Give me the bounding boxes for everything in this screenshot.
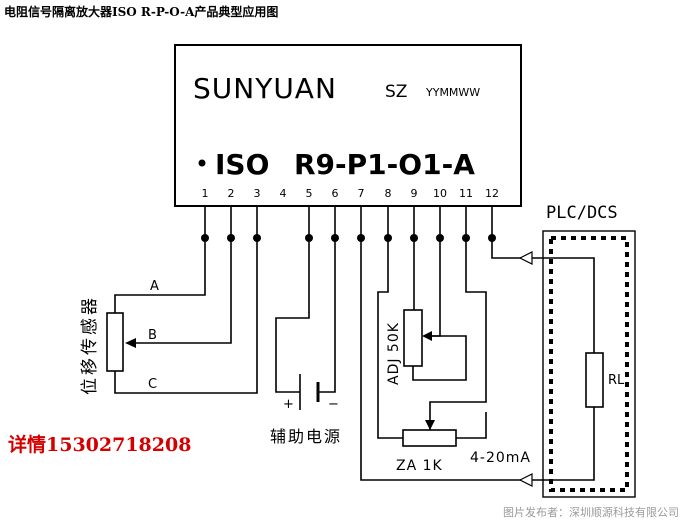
rl-label: RL: [608, 373, 625, 388]
adj-wiper-arrow: [422, 331, 432, 341]
pin-numbers: 1 2 3 4 5 6 7 8 9 10 11 12: [202, 187, 500, 200]
pin-number: 4: [280, 187, 287, 200]
sensor-line-label: B: [148, 328, 157, 343]
pin-leads: [204, 206, 493, 238]
wiper-arrow: [125, 338, 136, 348]
adj-potentiometer: [403, 309, 423, 367]
power-label: 辅助电源: [270, 427, 342, 446]
plc-dcs-block: PLC/DCS RL: [491, 203, 636, 498]
sensor-line-label: A: [150, 279, 159, 294]
pin-number: 9: [411, 187, 418, 200]
adj-label: ADJ 50K: [386, 322, 402, 385]
pin-junction-dots: [201, 234, 496, 242]
plc-label: PLC/DCS: [546, 203, 618, 223]
image-credit: 图片发布者：深圳顺源科技有限公司: [503, 506, 679, 519]
module-body: [174, 44, 522, 207]
model-prefix: ISO: [215, 148, 269, 181]
pin-number: 11: [459, 187, 473, 200]
za-label: ZA 1K: [396, 458, 443, 474]
pin-number: 7: [358, 187, 365, 200]
contact-phone: 详情15302718208: [8, 434, 192, 456]
power-minus-sign: −: [328, 397, 339, 412]
adjust-network: ADJ 50K ZA 1K 4-20mA: [360, 238, 536, 481]
aux-power-supply: + − 辅助电源: [270, 238, 342, 446]
brand-name: SUNYUAN: [193, 72, 337, 105]
sensor-label: 位移传感器: [80, 295, 100, 395]
pin1-marker-dot: [198, 159, 206, 167]
power-plus-sign: +: [283, 397, 294, 412]
za-wiper-arrow: [425, 420, 435, 430]
pin-number: 3: [254, 187, 261, 200]
model-number: R9-P1-O1-A: [294, 148, 475, 181]
pin-number: 1: [202, 187, 209, 200]
displacement-sensor: A B C 位移传感器: [80, 238, 258, 395]
pin-number: 2: [228, 187, 235, 200]
pin-number: 12: [485, 187, 499, 200]
pin-number: 6: [332, 187, 339, 200]
pin-number: 5: [306, 187, 313, 200]
date-code: YYMMWW: [425, 86, 480, 99]
diagram-title: 电阻信号隔离放大器ISO R-P-O-A产品典型应用图: [4, 5, 279, 19]
sensor-resistor: [106, 312, 124, 372]
za-resistor: [402, 429, 457, 447]
plc-input-arrow: [518, 251, 533, 265]
sensor-line-label: C: [148, 377, 157, 392]
output-current-label: 4-20mA: [470, 450, 531, 466]
pin-number: 8: [385, 187, 392, 200]
plc-outer-frame: [542, 230, 636, 498]
plc-return-arrow: [518, 473, 533, 487]
brand-suffix: SZ: [385, 82, 407, 102]
load-resistor-rl: [585, 352, 604, 408]
pin-number: 10: [433, 187, 447, 200]
plc-inner-frame: [549, 236, 629, 492]
